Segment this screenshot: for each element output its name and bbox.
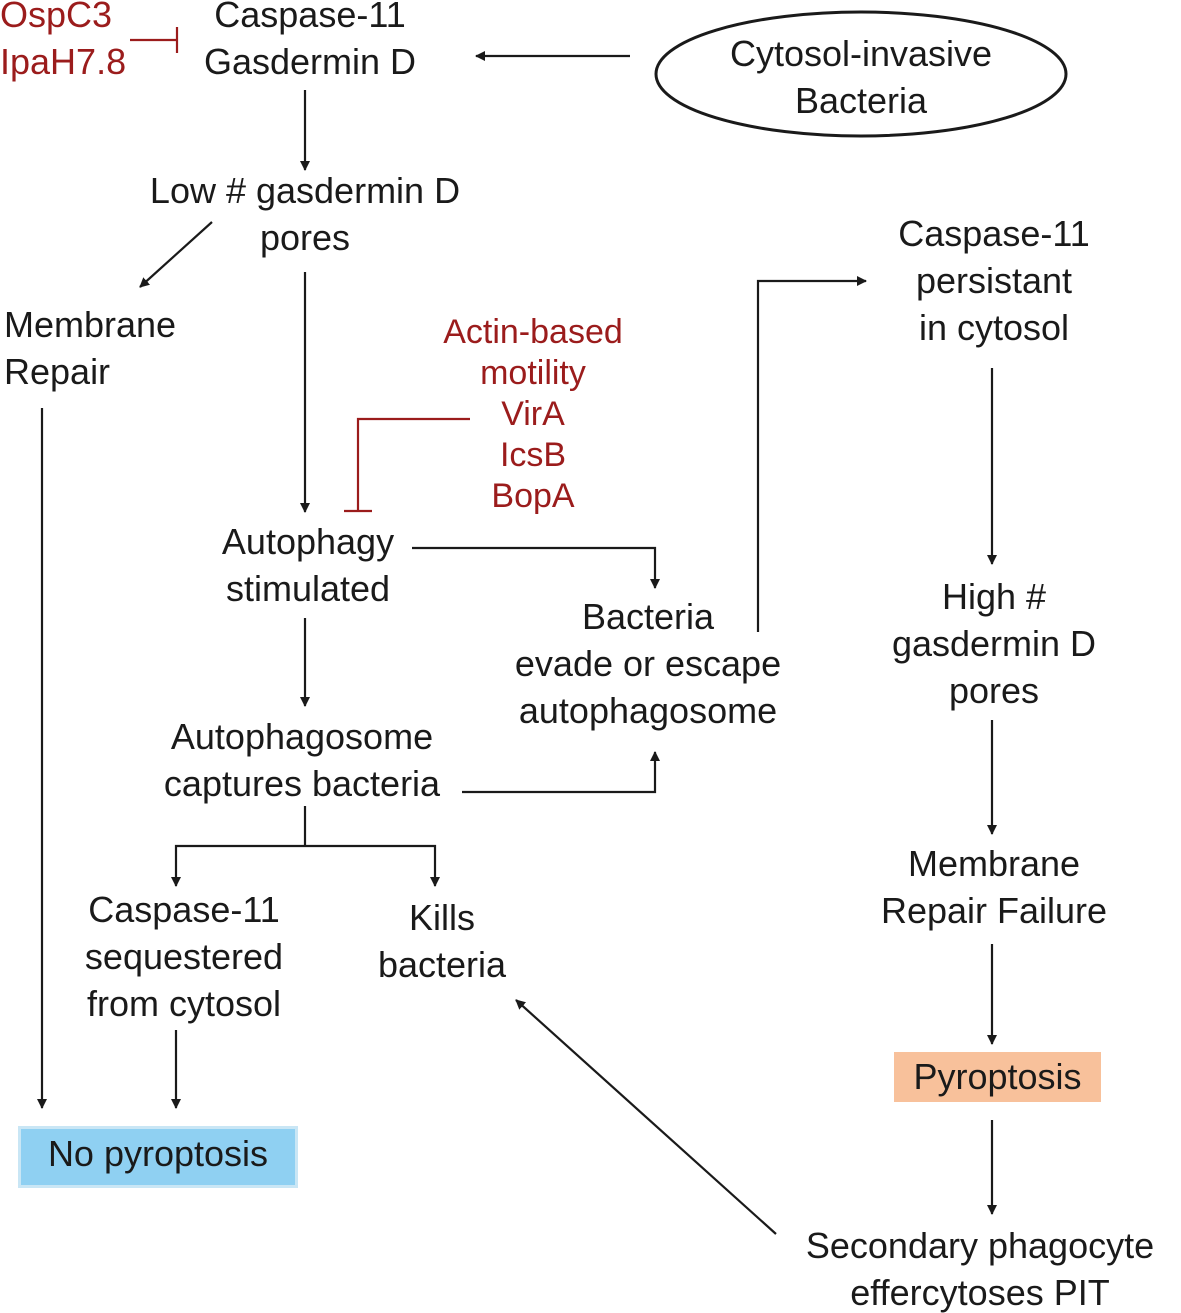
node-repair-failure-line1: Membrane bbox=[907, 843, 1081, 884]
arrow-to-kills-bacteria bbox=[305, 844, 440, 887]
node-secondary-line2: effercytoses PIT bbox=[850, 1272, 1110, 1313]
node-no-pyroptosis: No pyroptosis bbox=[18, 1130, 298, 1177]
node-autophagy-line1: Autophagy bbox=[221, 521, 395, 562]
no-pyroptosis-label: No pyroptosis bbox=[47, 1133, 269, 1174]
inhibitor-icsb: IcsB bbox=[499, 436, 567, 474]
node-membrane-repair: Membrane Repair bbox=[4, 301, 176, 395]
inhibitor-actin-line1: Actin-based bbox=[443, 313, 623, 351]
node-caspase11-gasdermin: Caspase-11 Gasdermin D bbox=[180, 0, 440, 85]
inhibitor-bopa: BopA bbox=[491, 477, 575, 515]
node-repair-failure-line2: Repair Failure bbox=[880, 890, 1108, 931]
bacteria-ellipse bbox=[654, 10, 1068, 138]
no-pyroptosis-box bbox=[18, 1126, 298, 1188]
node-persistant-line1: Caspase-11 bbox=[898, 213, 1090, 254]
node-persistant-line2: persistant bbox=[915, 260, 1073, 301]
pyroptosis-box bbox=[894, 1052, 1101, 1102]
node-high-pores: High # gasdermin D pores bbox=[860, 573, 1128, 714]
node-sequestered-line1: Caspase-11 bbox=[88, 889, 280, 930]
node-gasdermin-line2: Gasdermin D bbox=[203, 41, 417, 82]
node-low-pores: Low # gasdermin D pores bbox=[105, 167, 505, 261]
node-evade-line3: autophagosome bbox=[518, 690, 778, 731]
node-evade-line2: evade or escape bbox=[514, 643, 782, 684]
node-actin-inhibitors: Actin-based motility VirA IcsB BopA bbox=[400, 312, 666, 517]
arrow-evade-to-caspase-persistant bbox=[756, 276, 867, 632]
node-kills-line1: Kills bbox=[408, 897, 475, 938]
node-membrane-repair-line2: Repair bbox=[4, 351, 111, 392]
inhibitor-ipah78: IpaH7.8 bbox=[0, 41, 127, 82]
node-high-pores-line1: High # bbox=[941, 576, 1047, 617]
node-secondary-line1: Secondary phagocyte bbox=[805, 1225, 1155, 1266]
node-pyroptosis: Pyroptosis bbox=[894, 1053, 1101, 1100]
inhibit-line-autophagy bbox=[356, 417, 470, 510]
node-bacteria-line2: Bacteria bbox=[794, 80, 928, 121]
node-persistant-line3: in cytosol bbox=[918, 307, 1070, 348]
node-autophagy: Autophagy stimulated bbox=[178, 518, 438, 612]
node-autophagosome: Autophagosome captures bacteria bbox=[132, 713, 472, 807]
arrow-low-pores-to-repair bbox=[139, 221, 213, 288]
node-membrane-repair-line1: Membrane bbox=[4, 304, 177, 345]
node-top-inhibitors: OspC3 IpaH7.8 bbox=[0, 0, 126, 85]
arrow-autophagy-to-evade bbox=[412, 546, 660, 589]
arrow-secondary-to-kills bbox=[515, 999, 777, 1235]
node-sequestered-line3: from cytosol bbox=[86, 983, 282, 1024]
pyroptosis-label: Pyroptosis bbox=[913, 1056, 1082, 1097]
inhibitor-vira: VirA bbox=[501, 395, 565, 433]
node-high-pores-line3: pores bbox=[948, 670, 1040, 711]
node-cytosol-line1: Cytosol-invasive bbox=[729, 33, 993, 74]
node-low-pores-line2: pores bbox=[259, 217, 351, 258]
inhibitor-actin-line2: motility bbox=[480, 354, 586, 392]
node-repair-failure: Membrane Repair Failure bbox=[844, 840, 1144, 934]
node-evade-line1: Bacteria bbox=[581, 596, 715, 637]
node-cytosol-bacteria: Cytosol-invasive Bacteria bbox=[661, 30, 1061, 124]
node-bacteria-evade: Bacteria evade or escape autophagosome bbox=[478, 593, 818, 734]
node-caspase-persistant: Caspase-11 persistant in cytosol bbox=[856, 210, 1132, 351]
node-caspase-sequestered: Caspase-11 sequestered from cytosol bbox=[54, 886, 314, 1027]
arrow-to-caspase-sequestered bbox=[171, 844, 305, 887]
node-autophagosome-line1: Autophagosome bbox=[170, 716, 434, 757]
node-autophagosome-line2: captures bacteria bbox=[163, 763, 441, 804]
node-caspase11-line1: Caspase-11 bbox=[214, 0, 406, 35]
node-high-pores-line2: gasdermin D bbox=[891, 623, 1097, 664]
node-kills-line2: bacteria bbox=[377, 944, 507, 985]
node-sequestered-line2: sequestered bbox=[84, 936, 284, 977]
node-kills-bacteria: Kills bacteria bbox=[352, 894, 532, 988]
node-autophagy-line2: stimulated bbox=[225, 568, 391, 609]
inhibitor-ospc3: OspC3 bbox=[0, 0, 113, 35]
node-low-pores-line1: Low # gasdermin D bbox=[149, 170, 461, 211]
arrow-autophagosome-to-evade bbox=[462, 751, 660, 794]
node-secondary-phagocyte: Secondary phagocyte effercytoses PIT bbox=[780, 1222, 1180, 1313]
